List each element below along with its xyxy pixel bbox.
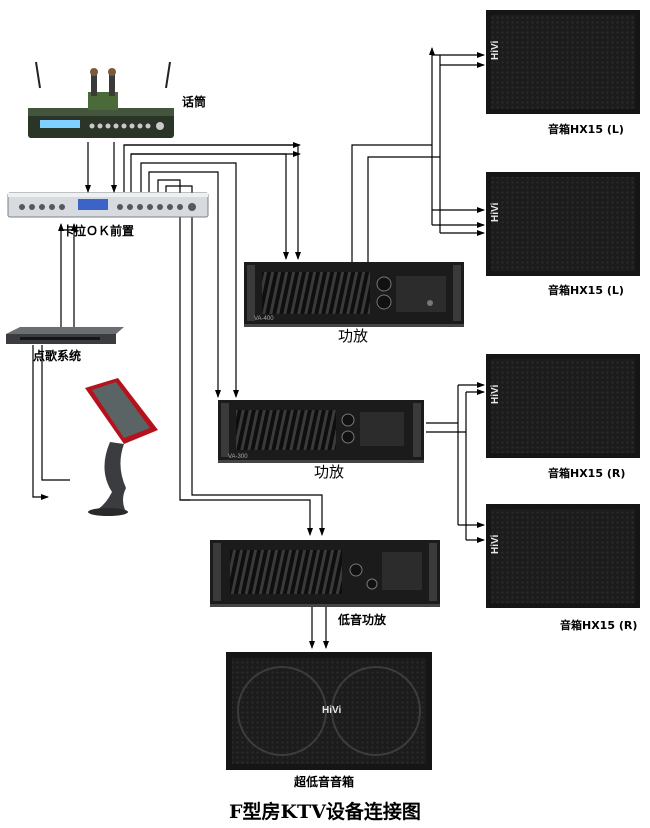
karaoke-preamp	[7, 192, 209, 218]
amp2-model: VA-300	[228, 454, 248, 460]
subwoofer-cabinet: HiVi	[226, 652, 432, 770]
speaker-3: HiVi	[486, 354, 640, 458]
speaker-2: HiVi	[486, 172, 640, 276]
amplifier-1	[244, 262, 464, 327]
speaker-brand-logo: HiVi	[490, 385, 501, 404]
label-speaker-3: 音箱HX15 (R)	[548, 467, 626, 480]
speaker-brand-logo: HiVi	[490, 203, 501, 222]
speaker-1: HiVi	[486, 10, 640, 114]
speaker-brand-logo: HiVi	[490, 41, 501, 60]
speaker-brand-logo: HiVi	[490, 535, 501, 554]
connection-wires	[32, 47, 485, 649]
label-amp-2: 功放	[314, 463, 345, 481]
diagram-title: F型房KTV设备连接图	[229, 801, 421, 823]
label-song-system: 点歌系统	[33, 349, 82, 363]
song-kiosk	[85, 378, 158, 516]
label-karaoke-preamp: 卡拉ＯＫ前置	[62, 224, 135, 238]
label-microphone: 话筒	[182, 95, 207, 109]
microphone-icon	[88, 68, 118, 110]
bass-amplifier	[210, 540, 440, 607]
speaker-4: HiVi	[486, 504, 640, 608]
label-subwoofer: 超低音音箱	[294, 775, 355, 789]
label-speaker-4: 音箱HX15 (R)	[560, 619, 638, 632]
subwoofer-brand-logo: HiVi	[322, 705, 341, 716]
amplifier-2	[218, 400, 424, 463]
label-amp-1: 功放	[338, 327, 369, 345]
amp1-model: VA-400	[254, 316, 274, 322]
label-speaker-1: 音箱HX15 (L)	[548, 123, 624, 136]
label-speaker-2: 音箱HX15 (L)	[548, 284, 624, 297]
song-system-unit	[6, 327, 124, 344]
label-bass-amp: 低音功放	[338, 613, 387, 627]
microphone-receiver	[28, 61, 174, 138]
